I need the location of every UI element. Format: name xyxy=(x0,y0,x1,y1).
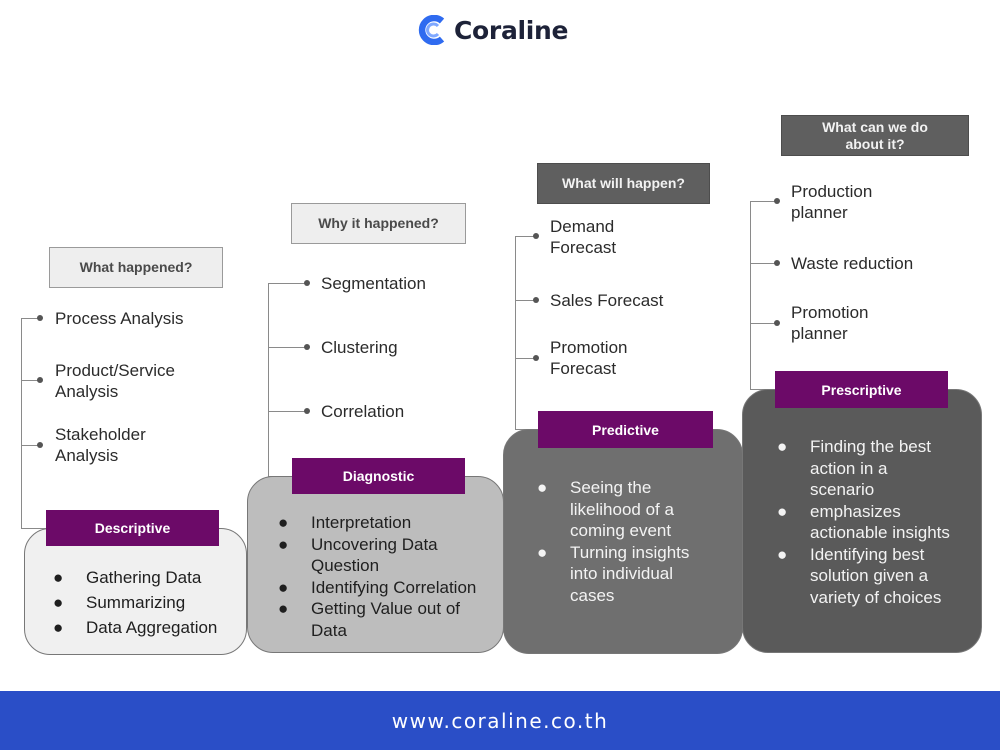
item-clustering: Clustering xyxy=(321,338,398,357)
bullet-text: Identifying Correlation xyxy=(311,577,477,597)
branch-dot xyxy=(774,260,780,266)
item-stakeholder-analysis: Stakeholder Analysis xyxy=(55,425,146,465)
bullet-text: Seeing the likelihood of a coming event xyxy=(570,478,674,540)
tree-branch xyxy=(21,528,47,529)
bullet-icon: ● xyxy=(53,593,64,612)
panel-diagnostic xyxy=(247,476,504,653)
logo[interactable]: Coraline xyxy=(418,13,569,47)
bullet-icon: ● xyxy=(537,478,548,497)
tree-line-predictive xyxy=(515,236,516,429)
panel-prescriptive xyxy=(742,389,982,653)
branch-dot xyxy=(37,315,43,321)
bullet-item: ● Summarizing xyxy=(53,592,243,614)
footer-url[interactable]: www.coraline.co.th xyxy=(391,708,609,733)
bullet-icon: ● xyxy=(278,513,289,532)
bullet-item: ● Interpretation xyxy=(278,512,500,534)
bullets-diagnostic: ● Interpretation ● Uncovering Data Questio… xyxy=(278,512,500,641)
item-production-planner: Production planner xyxy=(791,182,873,222)
tree-branch xyxy=(750,263,775,264)
item-promotion-forecast: Promotion Forecast xyxy=(550,338,628,378)
bullet-icon: ● xyxy=(278,577,289,597)
bullet-item: ● Uncovering Data Question xyxy=(278,534,500,577)
bullet-item: ● emphasizes actionable insights xyxy=(777,501,977,544)
bullet-icon: ● xyxy=(278,599,289,618)
bullets-descriptive: ● Gathering Data ● Summarizing ● Data Aggre… xyxy=(53,567,243,639)
branch-dot xyxy=(304,344,310,350)
bullet-item: ● Finding the best action in a scenario xyxy=(777,436,977,501)
bullet-icon: ● xyxy=(278,534,289,554)
bullet-text: Finding the best action in a scenario xyxy=(810,437,931,499)
tree-branch xyxy=(21,445,41,446)
branch-dot xyxy=(533,297,539,303)
branch-dot xyxy=(533,355,539,361)
panel-predictive xyxy=(503,429,743,654)
header: Coraline xyxy=(0,0,1000,60)
bullet-item: ● Getting Value out of Data xyxy=(278,598,500,641)
bullet-item: ● Identifying Correlation xyxy=(278,577,500,599)
bullet-text: Gathering Data xyxy=(86,568,202,587)
tree-branch xyxy=(515,300,536,301)
branch-dot xyxy=(304,408,310,414)
tree-branch xyxy=(268,283,308,284)
bullet-text: Data Aggregation xyxy=(86,618,218,637)
bullet-item: ● Turning insights into individual cases xyxy=(537,542,737,607)
question-what-happened: What happened? xyxy=(49,247,223,288)
brand-name: Coraline xyxy=(454,15,569,45)
bullet-text: Getting Value out of Data xyxy=(311,599,461,640)
item-promotion-planner: Promotion planner xyxy=(791,303,869,343)
tree-branch xyxy=(515,236,536,237)
bullet-text: Interpretation xyxy=(311,513,412,532)
item-product-service-analysis: Product/Service Analysis xyxy=(55,361,175,401)
tree-branch xyxy=(268,411,308,412)
tree-branch xyxy=(21,380,41,381)
item-process-analysis: Process Analysis xyxy=(55,309,184,328)
tree-branch xyxy=(21,318,41,319)
tree-branch xyxy=(515,358,536,359)
tree-line-diagnostic xyxy=(268,283,269,476)
bullet-icon: ● xyxy=(53,618,64,637)
bullet-icon: ● xyxy=(777,544,788,564)
footer: www.coraline.co.th xyxy=(0,691,1000,750)
tree-branch xyxy=(750,201,775,202)
question-what-can-we-do: What can we do about it? xyxy=(781,115,969,156)
tag-prescriptive: Prescriptive xyxy=(775,371,948,408)
question-why-it-happened: Why it happened? xyxy=(291,203,466,244)
tree-line-descriptive xyxy=(21,318,22,528)
coraline-logo-icon xyxy=(418,15,445,45)
branch-dot xyxy=(304,280,310,286)
bullet-text: Uncovering Data Question xyxy=(311,534,438,576)
item-segmentation: Segmentation xyxy=(321,274,426,293)
tag-predictive: Predictive xyxy=(538,411,713,448)
question-what-will-happen: What will happen? xyxy=(537,163,710,204)
tree-branch xyxy=(268,347,308,348)
bullet-item: ● Identifying best solution given a varie… xyxy=(777,544,977,609)
bullet-text: Turning insights into individual cases xyxy=(570,542,690,605)
branch-dot xyxy=(774,320,780,326)
item-waste-reduction: Waste reduction xyxy=(791,254,914,273)
branch-dot xyxy=(37,442,43,448)
bullet-icon: ● xyxy=(537,542,548,562)
bullet-text: emphasizes actionable insights xyxy=(810,501,950,543)
bullet-item: ● Data Aggregation xyxy=(53,617,243,639)
bullets-predictive: ● Seeing the likelihood of a coming event… xyxy=(537,477,737,606)
branch-dot xyxy=(774,198,780,204)
tag-descriptive: Descriptive xyxy=(46,510,219,546)
item-demand-forecast: Demand Forecast xyxy=(550,217,617,257)
tree-line-prescriptive xyxy=(750,201,751,389)
bullet-item: ● Seeing the likelihood of a coming event xyxy=(537,477,737,542)
bullet-icon: ● xyxy=(777,437,788,456)
bullet-icon: ● xyxy=(53,568,64,587)
bullet-text: Summarizing xyxy=(86,593,186,612)
branch-dot xyxy=(533,233,539,239)
bullet-icon: ● xyxy=(777,501,788,521)
bullet-item: ● Gathering Data xyxy=(53,567,243,589)
bullets-prescriptive: ● Finding the best action in a scenario ●… xyxy=(777,436,977,608)
item-sales-forecast: Sales Forecast xyxy=(550,291,664,310)
branch-dot xyxy=(37,377,43,383)
tag-diagnostic: Diagnostic xyxy=(292,458,465,494)
tree-branch xyxy=(750,323,775,324)
bullet-text: Identifying best solution given a variet… xyxy=(810,544,942,607)
item-correlation: Correlation xyxy=(321,402,405,421)
